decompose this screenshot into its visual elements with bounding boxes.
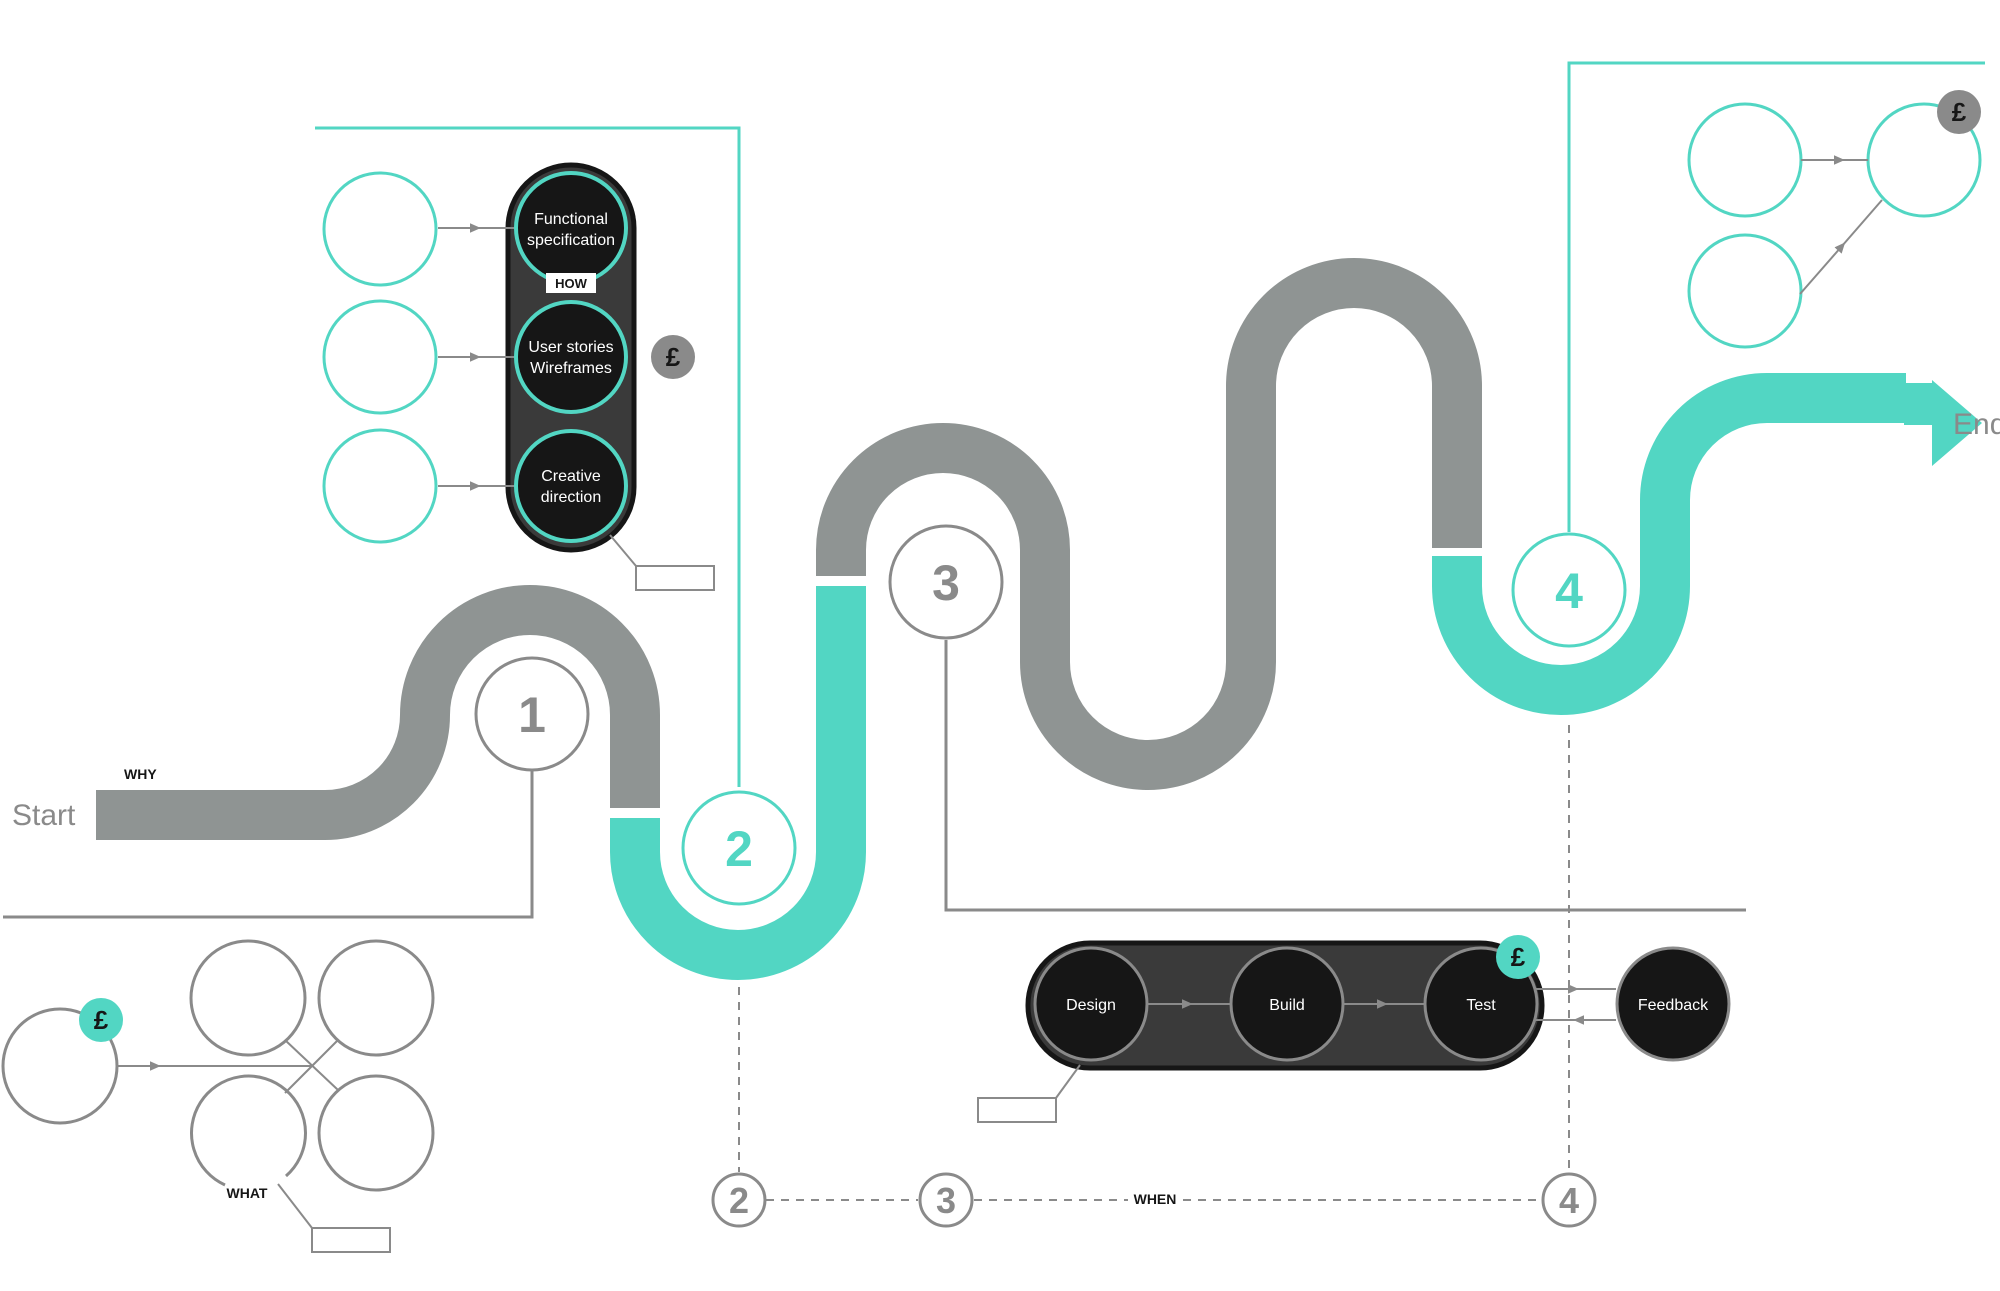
start-label: Start — [12, 799, 76, 832]
what-circle-top-right — [317, 939, 435, 1057]
what-note-box — [311, 1227, 391, 1253]
outcome-cost-icon: £ — [1937, 90, 1981, 134]
milestone-2-label: 2 — [725, 821, 753, 877]
cycle-note-box — [977, 1097, 1057, 1123]
how-cost-icon: £ — [651, 335, 695, 379]
timeline-marker-4: 4 — [1541, 1172, 1597, 1228]
outcome-bracket-line — [1567, 61, 1985, 532]
outcome-group: £ — [1687, 90, 1982, 349]
what-circles — [1, 939, 435, 1192]
end-arrow — [1904, 380, 1982, 466]
what-label: WHAT — [227, 1185, 268, 1201]
how-note-leader — [609, 534, 637, 567]
how-item-1-line2: specification — [527, 232, 615, 249]
when-label: WHEN — [1134, 1191, 1177, 1207]
cycle-note-leader — [1055, 1064, 1081, 1099]
what-note-leader — [277, 1183, 313, 1229]
milestone-4-label: 4 — [1555, 563, 1583, 619]
cycle-step-design: Design — [1033, 946, 1149, 1062]
timeline-marker-2-label: 2 — [729, 1180, 749, 1221]
road-segment-milestone-3 — [816, 258, 1482, 790]
cycle-step-test-label: Test — [1466, 997, 1496, 1014]
cycle-step-feedback: Feedback — [1615, 946, 1731, 1062]
how-item-functional-spec: Functional specification — [514, 171, 628, 285]
how-item-creative-direction: Creative direction — [514, 429, 628, 543]
how-note-box — [635, 565, 715, 591]
how-input-circle-1 — [322, 171, 438, 287]
cycle-cost-icon: £ — [1496, 935, 1540, 979]
milestone-1: 1 — [474, 656, 590, 772]
what-connectors — [117, 1039, 339, 1094]
cycle-bracket-line — [944, 640, 1746, 912]
milestone-3: 3 — [888, 524, 1004, 640]
timeline-marker-4-label: 4 — [1559, 1180, 1579, 1221]
what-cost-icon: £ — [79, 998, 123, 1042]
how-label-box — [546, 273, 596, 293]
what-circle-bottom-left — [190, 1074, 307, 1187]
timeline-marker-3-label: 3 — [936, 1180, 956, 1221]
milestone-1-label: 1 — [518, 687, 546, 743]
cycle-step-build: Build — [1229, 946, 1345, 1062]
outcome-circles — [1687, 102, 1982, 349]
how-panel: Functional specification User stories Wi… — [322, 162, 715, 591]
what-bracket-line — [3, 768, 534, 919]
build-cycle: Design Build Test Feedback £ — [977, 935, 1731, 1123]
how-pound-icon: £ — [666, 342, 681, 372]
timeline-marker-2: 2 — [711, 1172, 767, 1228]
how-input-circle-3 — [322, 428, 438, 544]
end-label: End — [1953, 408, 2000, 441]
cycle-step-build-label: Build — [1269, 997, 1305, 1014]
timeline: 2 3 4 WHEN — [711, 1172, 1597, 1228]
cycle-step-feedback-label: Feedback — [1638, 997, 1709, 1014]
how-item-3-line1: Creative — [541, 468, 601, 485]
road-path — [96, 258, 1906, 980]
road-segment-start — [96, 585, 660, 840]
how-item-1-line1: Functional — [534, 211, 608, 228]
how-item-3-line2: direction — [541, 489, 601, 506]
outcome-circle-top-left — [1687, 102, 1803, 218]
cycle-arrows — [1148, 984, 1616, 1025]
connector-lines — [3, 61, 1985, 919]
how-label: HOW — [555, 276, 588, 291]
dashed-lines — [738, 725, 1570, 1201]
outcome-circle-bottom-left — [1687, 233, 1803, 349]
how-item-user-stories: User stories Wireframes — [514, 300, 628, 414]
outcome-arrows — [1799, 155, 1883, 295]
milestone-3-label: 3 — [932, 555, 960, 611]
milestone-2: 2 — [681, 790, 797, 906]
timeline-marker-3: 3 — [918, 1172, 974, 1228]
what-circle-top-left — [189, 939, 307, 1057]
outcome-pound-icon: £ — [1952, 97, 1967, 127]
how-item-2-line2: Wireframes — [530, 360, 612, 377]
how-item-2-line1: User stories — [528, 339, 613, 356]
how-input-arrows — [438, 223, 514, 491]
cycle-step-design-label: Design — [1066, 997, 1116, 1014]
how-input-circle-2 — [322, 299, 438, 415]
milestone-4: 4 — [1511, 532, 1627, 648]
road-segment-milestone-4 — [1432, 373, 1906, 715]
how-inputs — [322, 171, 438, 544]
what-circle-bottom-right — [317, 1074, 435, 1192]
why-label: WHY — [124, 766, 157, 782]
road-segment-milestone-2 — [610, 586, 866, 980]
what-group: £ WHAT — [1, 939, 435, 1253]
cycle-pound-icon: £ — [1511, 942, 1526, 972]
what-pound-icon: £ — [94, 1005, 109, 1035]
how-bracket-line — [315, 126, 741, 787]
